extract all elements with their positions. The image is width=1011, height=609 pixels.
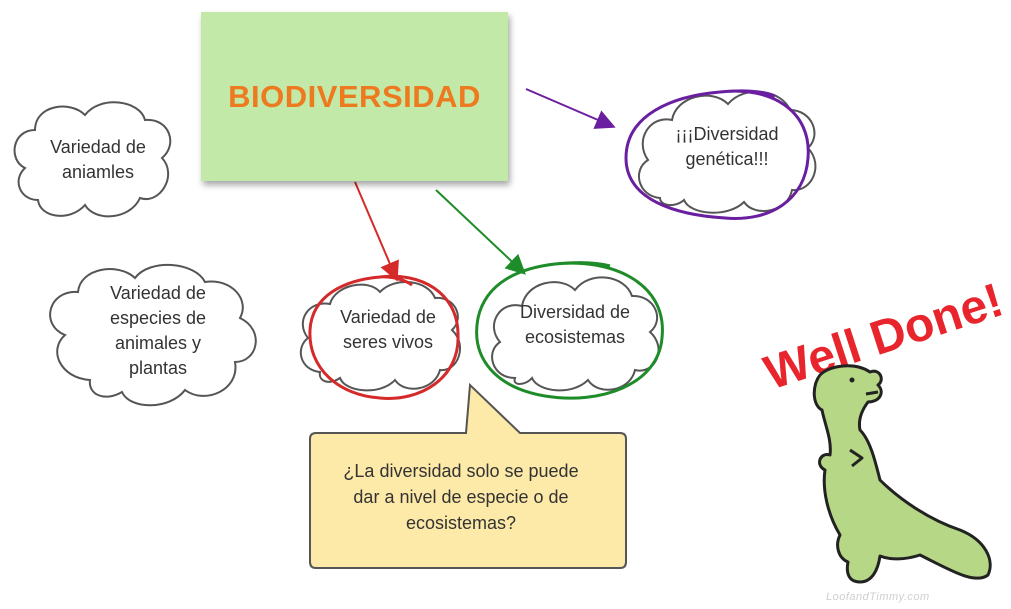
- cloud-line: Variedad de: [50, 137, 146, 157]
- title-box: BIODIVERSIDAD: [201, 12, 508, 181]
- cloud-animales-text: Variedad de aniamles: [28, 135, 168, 185]
- arrow-to-genetica: [525, 88, 616, 129]
- cloud-genetica-text: ¡¡¡Diversidad genética!!!: [652, 122, 802, 172]
- cloud-seres-text: Variedad de seres vivos: [318, 305, 458, 355]
- cloud-line: ¡¡¡Diversidad: [675, 124, 779, 144]
- cloud-line: seres vivos: [342, 332, 434, 352]
- cloud-line: genética!!!: [685, 149, 769, 169]
- well-done-text: Well Done!: [758, 274, 1009, 401]
- arrow-to-ecosistemas: [435, 189, 526, 275]
- cloud-especies: [49, 264, 257, 407]
- cloud-especies-text: Variedad de especies de animales y plant…: [78, 281, 238, 381]
- purple-highlight-circle: [624, 89, 810, 220]
- dinosaur-illustration: [812, 364, 992, 584]
- cloud-line: Diversidad de: [519, 302, 631, 322]
- cloud-animales: [13, 101, 172, 218]
- arrow-to-seres: [354, 181, 399, 282]
- cloud-seres: [299, 280, 461, 392]
- cloud-line: animales y: [114, 333, 202, 353]
- title-text: BIODIVERSIDAD: [228, 78, 481, 114]
- cloud-genetica: [638, 90, 817, 214]
- callout-text: ¿La diversidad solo se puede dar a nivel…: [312, 458, 610, 536]
- cloud-line: plantas: [128, 358, 188, 378]
- callout-line: dar a nivel de especie o de: [353, 487, 569, 507]
- cloud-line: especies de: [109, 308, 207, 328]
- cloud-line: aniamles: [61, 162, 135, 182]
- cloud-ecosistemas: [491, 276, 660, 392]
- cloud-line: Variedad de: [110, 283, 206, 303]
- well-done-sticker: Well Done!: [756, 272, 1011, 403]
- watermark: LoofandTimmy.com: [826, 591, 930, 603]
- cloud-line: ecosistemas: [524, 327, 626, 347]
- callout-line: ecosistemas?: [405, 513, 517, 533]
- green-highlight-circle: [475, 261, 664, 400]
- cloud-line: Variedad de: [340, 307, 436, 327]
- red-highlight-circle: [308, 274, 460, 400]
- callout-bubble: [309, 382, 627, 569]
- cloud-ecosistemas-text: Diversidad de ecosistemas: [500, 300, 650, 350]
- callout-line: ¿La diversidad solo se puede: [343, 461, 579, 481]
